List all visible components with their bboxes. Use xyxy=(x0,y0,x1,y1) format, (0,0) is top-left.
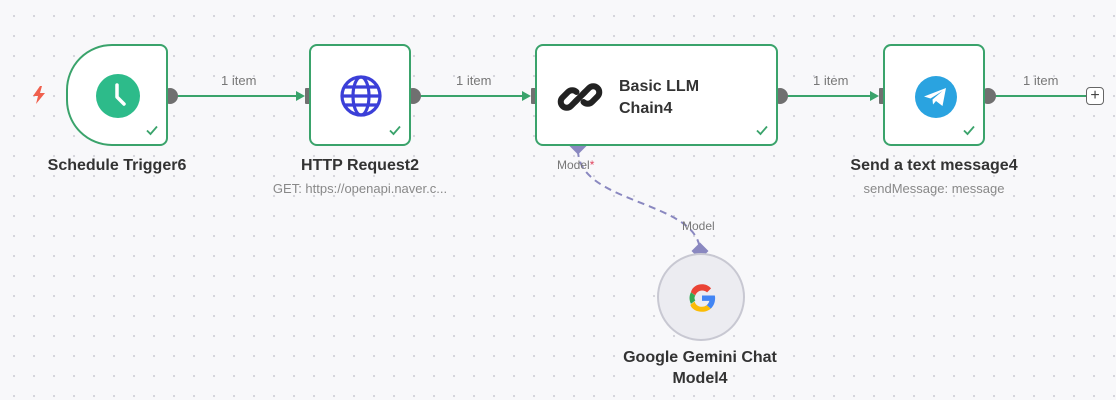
google-icon xyxy=(689,284,716,312)
node-basic-llm-chain[interactable]: Basic LLM Chain4 xyxy=(535,44,778,146)
node-title-line1-llm: Basic LLM xyxy=(619,78,700,95)
node-title-line2-gemini: Model4 xyxy=(672,370,728,387)
arrow-head xyxy=(522,91,531,101)
connection-model-dashed[interactable] xyxy=(577,149,701,253)
arrow-head xyxy=(870,91,879,101)
success-check-icon xyxy=(963,125,975,136)
node-schedule-trigger[interactable] xyxy=(66,44,168,146)
trigger-bolt-icon xyxy=(33,86,45,104)
success-check-icon xyxy=(146,125,158,136)
edge-label-http-llm: 1 item xyxy=(456,73,492,88)
node-title-line2-llm: Chain4 xyxy=(619,100,673,117)
edge-label-schedule-http: 1 item xyxy=(221,73,257,88)
node-title-schedule-trigger: Schedule Trigger6 xyxy=(47,157,187,174)
clock-icon xyxy=(96,74,140,118)
required-mark: * xyxy=(589,158,595,172)
model-port-label: Model* xyxy=(557,158,594,172)
node-http-request[interactable] xyxy=(309,44,411,146)
arrow-head xyxy=(296,91,305,101)
chain-link-icon xyxy=(557,83,603,111)
globe-icon xyxy=(340,75,382,117)
node-subtitle-http-request: GET: https://openapi.naver.c... xyxy=(272,181,448,196)
node-title-http-request: HTTP Request2 xyxy=(301,157,419,174)
node-send-text-message[interactable] xyxy=(883,44,985,146)
node-title-send-text-message: Send a text message4 xyxy=(850,157,1018,174)
add-node-button[interactable]: + xyxy=(1086,87,1104,105)
node-google-gemini-chat-model[interactable] xyxy=(657,253,745,341)
success-check-icon xyxy=(756,125,768,136)
success-check-icon xyxy=(389,125,401,136)
model-output-port-label: Model xyxy=(682,219,715,233)
telegram-icon xyxy=(915,76,957,118)
model-port-label-text: Model xyxy=(557,158,590,172)
node-subtitle-send-text-message: sendMessage: message xyxy=(863,181,1005,196)
node-title-line1-gemini: Google Gemini Chat xyxy=(623,349,777,366)
edge-label-llm-telegram: 1 item xyxy=(813,73,849,88)
edge-label-telegram-out: 1 item xyxy=(1023,73,1059,88)
